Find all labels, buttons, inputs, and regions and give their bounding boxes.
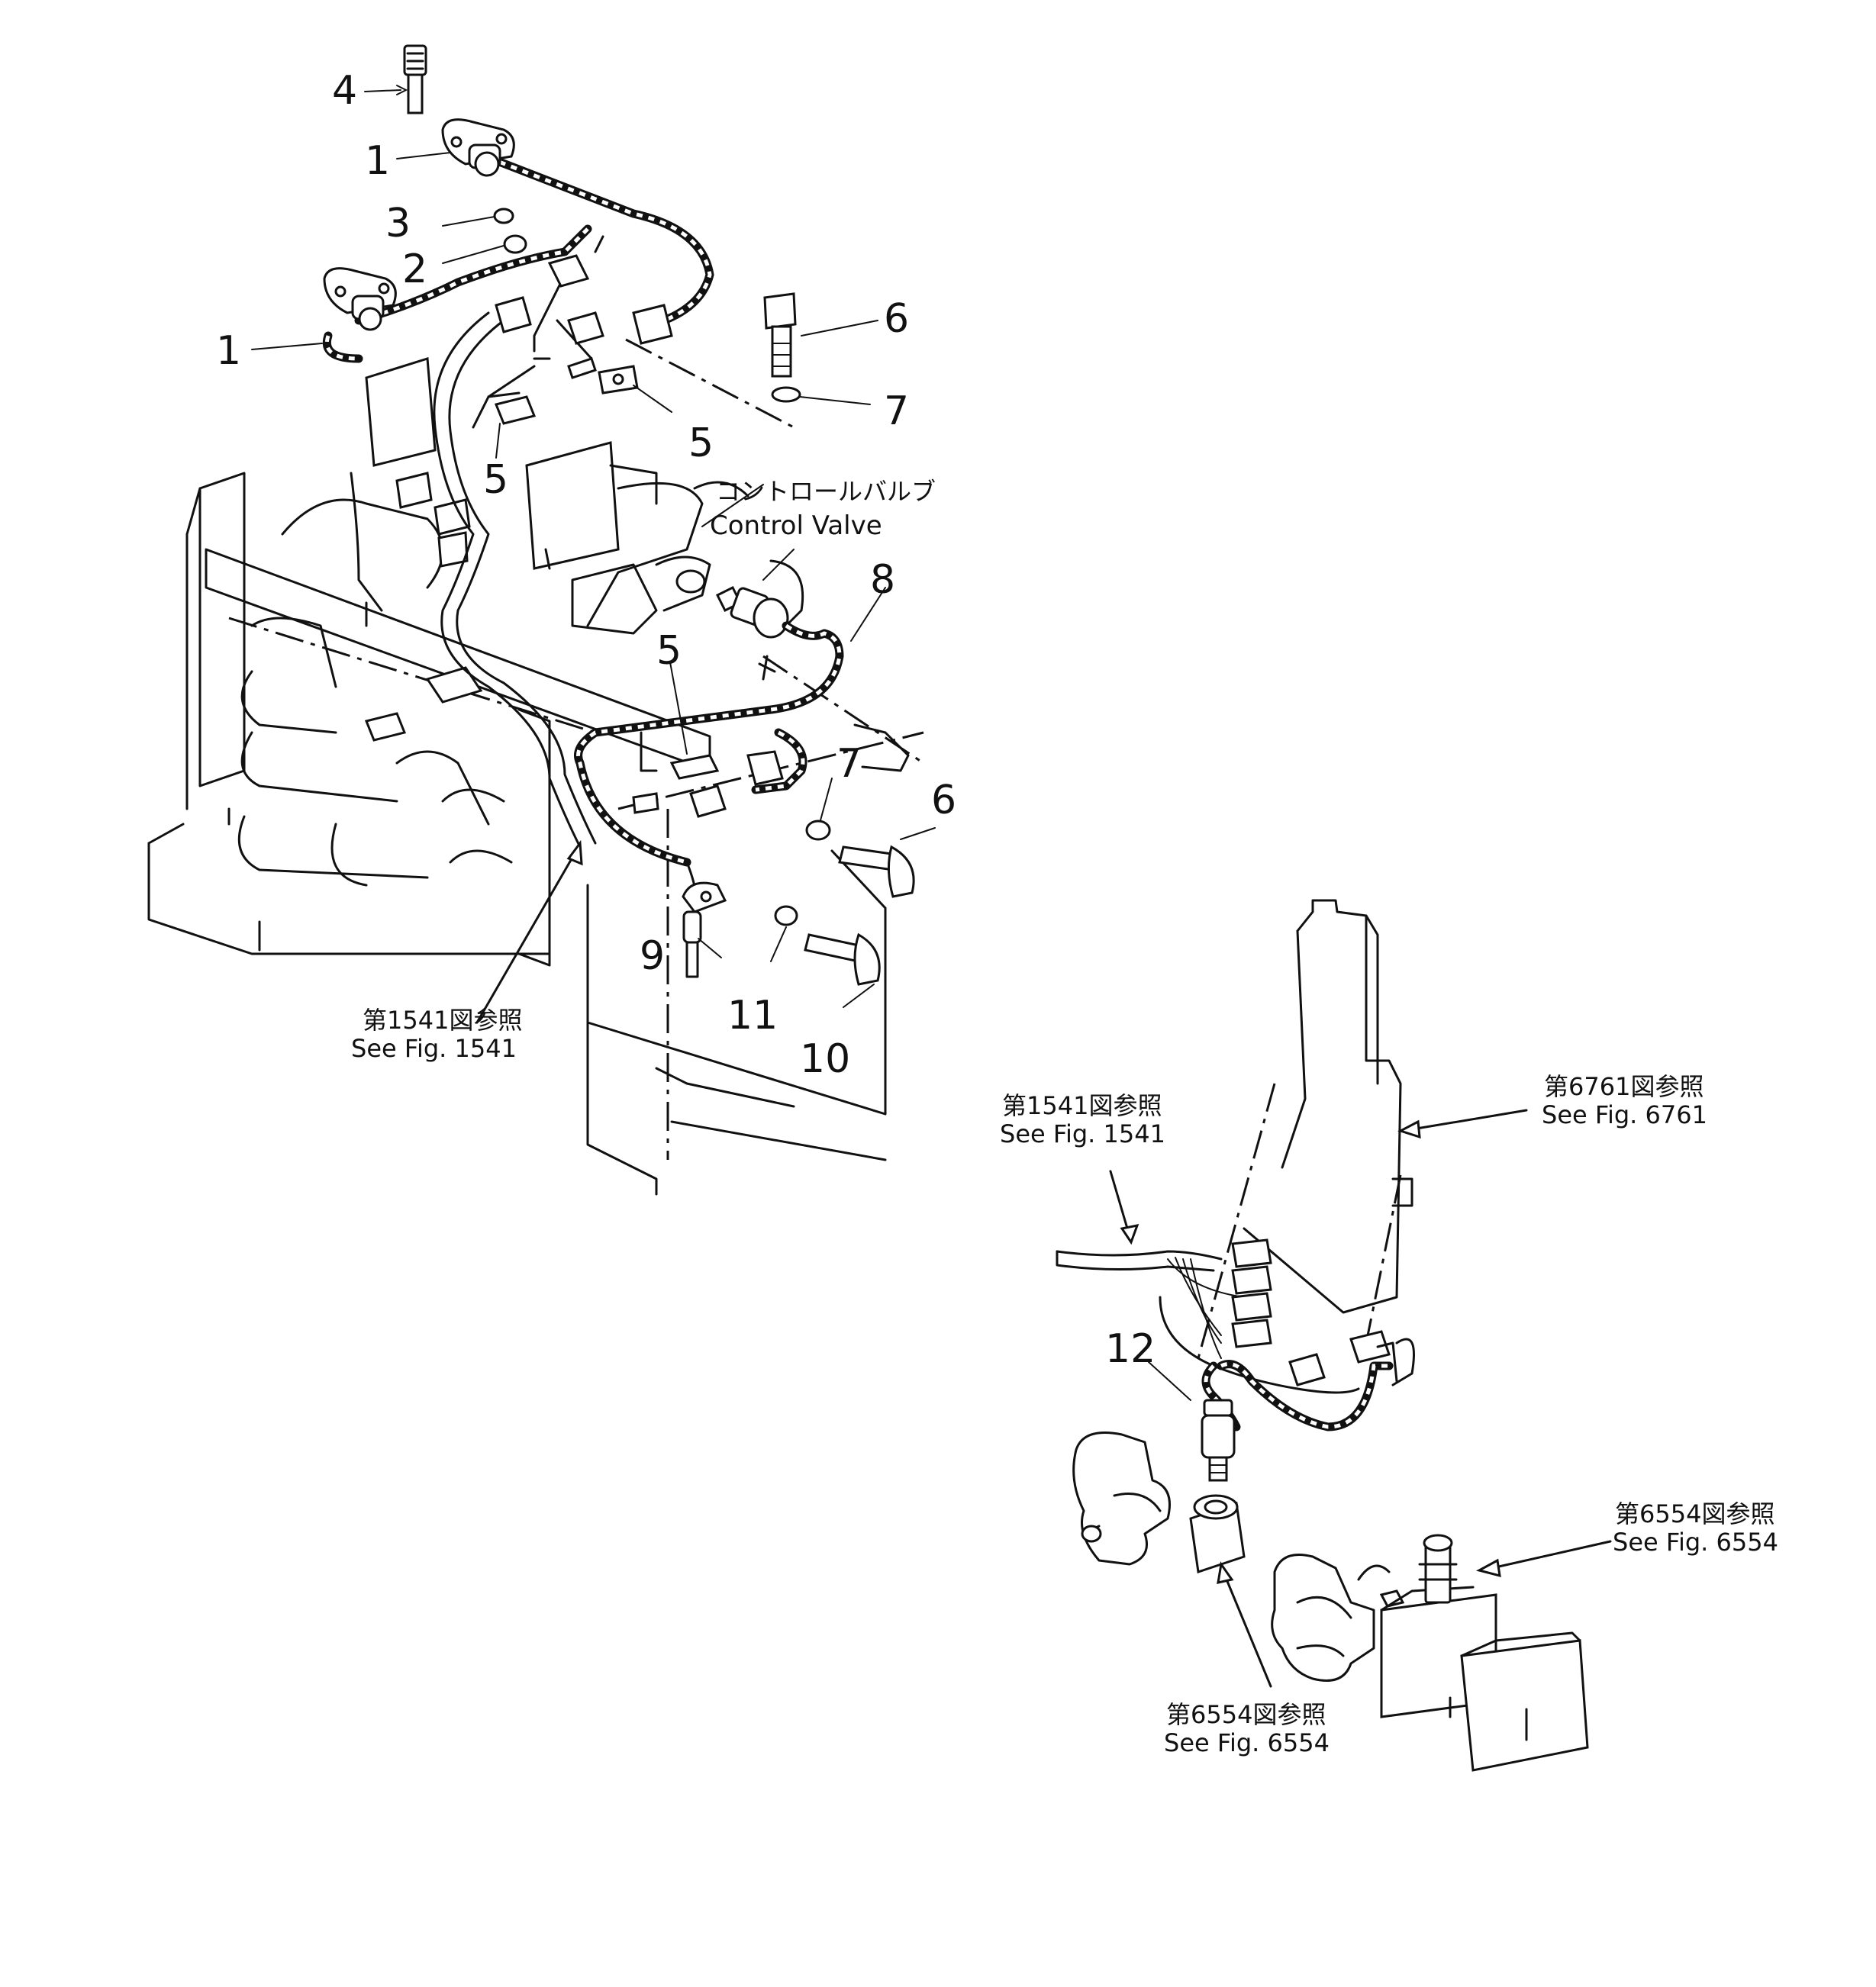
callout-11: 11 — [727, 993, 778, 1039]
leader-lines-left — [251, 85, 936, 1024]
callout-2: 2 — [402, 246, 427, 292]
bolt-4 — [403, 44, 427, 114]
operator-console — [1159, 899, 1415, 1431]
callout-4: 4 — [332, 68, 357, 114]
callout-5-b: 5 — [483, 457, 508, 503]
valve-block-right — [1072, 1431, 1405, 1682]
o-ring-3 — [493, 208, 514, 224]
callout-8: 8 — [870, 557, 895, 603]
callout-5-a: 5 — [688, 420, 714, 466]
washer-7-upper — [771, 386, 801, 403]
callout-9: 9 — [640, 933, 665, 979]
o-ring-2 — [503, 234, 527, 254]
bolt-6-upper — [763, 292, 797, 378]
ref-6761-jp: 第6761図参照 — [1544, 1072, 1704, 1101]
ref-1541-right-en: See Fig. 1541 — [1000, 1119, 1165, 1148]
ref-6761-en: See Fig. 6761 — [1542, 1100, 1707, 1129]
callout-6-upper: 6 — [884, 296, 909, 342]
callout-1-upper: 1 — [365, 138, 390, 184]
washer-7-lower — [805, 820, 831, 841]
ref-1541-left-jp: 第1541図参照 — [363, 1006, 522, 1035]
bolt-6-lower — [838, 845, 915, 898]
bolt-10 — [804, 932, 881, 986]
callout-7-lower: 7 — [836, 741, 862, 787]
ref-6554-right-en: See Fig. 6554 — [1613, 1528, 1778, 1557]
wiring-harness-upper — [323, 144, 714, 849]
cable-bundle — [1056, 1238, 1272, 1431]
callout-numbers: 4 1 3 2 1 6 7 5 5 8 5 7 6 9 11 10 12 — [216, 68, 1156, 1372]
clamp-5-a — [567, 357, 639, 395]
connector-upper — [495, 254, 673, 345]
pressure-switch-1-lower — [323, 267, 397, 331]
callout-12: 12 — [1105, 1326, 1156, 1372]
wiring-harness-lower — [632, 723, 910, 932]
callout-1-lower: 1 — [216, 328, 241, 374]
callout-7-upper: 7 — [884, 388, 909, 434]
clamp-5-b — [487, 391, 537, 425]
ppc-valve-right — [1380, 1534, 1589, 1772]
callout-5-c: 5 — [656, 628, 682, 674]
callout-3: 3 — [385, 201, 411, 246]
control-valve-label-jp: コントロールバルブ — [716, 477, 936, 506]
figure-references: 第1541図参照 See Fig. 1541 第1541図参照 See Fig.… — [351, 1006, 1778, 1757]
pressure-switch-8 — [574, 585, 844, 867]
ref-1541-right-jp: 第1541図参照 — [1002, 1091, 1162, 1120]
pressure-switch-1-upper — [441, 118, 515, 177]
ground-terminal-9 — [682, 881, 727, 978]
callout-10: 10 — [800, 1036, 850, 1082]
ref-6554-bottom-jp: 第6554図参照 — [1166, 1700, 1326, 1729]
pressure-switch-12 — [1201, 1399, 1236, 1482]
control-valve-label-en: Control Valve — [710, 510, 882, 541]
control-valve-label: コントロールバルブ Control Valve — [710, 477, 936, 541]
ref-6554-right-jp: 第6554図参照 — [1615, 1499, 1774, 1528]
leader-lines-right — [1109, 1109, 1612, 1688]
control-valve-body — [237, 357, 804, 887]
ref-1541-left-en: See Fig. 1541 — [351, 1034, 517, 1063]
washer-11 — [774, 905, 798, 926]
ref-6554-bottom-en: See Fig. 6554 — [1164, 1728, 1330, 1757]
callout-6-lower: 6 — [931, 778, 956, 823]
